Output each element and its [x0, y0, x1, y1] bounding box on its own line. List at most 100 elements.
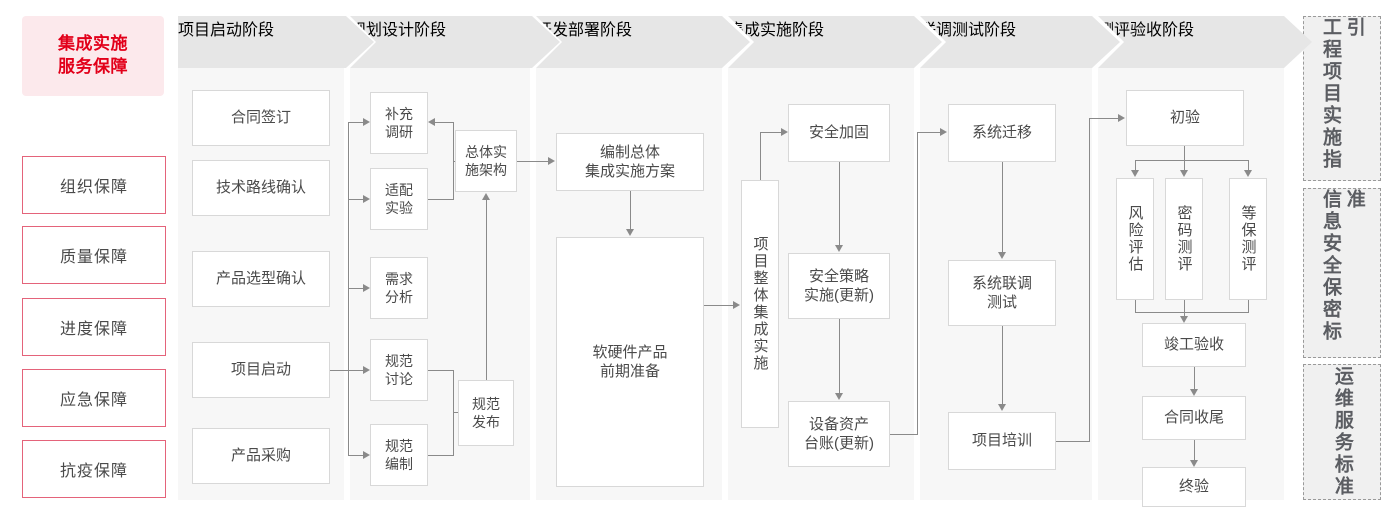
node-system-migration[interactable]: 系统迁移 — [948, 104, 1056, 162]
connector-planning-trunk — [348, 122, 349, 456]
connector-bus-to-risk — [1135, 160, 1136, 172]
node-overall-architecture[interactable]: 总体实 施架构 — [455, 130, 517, 192]
arrowhead-system-migration — [940, 128, 947, 136]
connector-trunk-to-adapt-test — [348, 199, 364, 200]
node-mlps-evaluation[interactable]: 等保测评 — [1229, 178, 1267, 300]
node-label-line2: 编制 — [385, 456, 413, 472]
node-overall-project-integration[interactable]: 项目整体集成实施 — [741, 180, 779, 428]
node-spec-discussion[interactable]: 规范 讨论 — [370, 339, 428, 401]
node-project-kickoff[interactable]: 项目启动 — [192, 342, 330, 398]
arrowhead-adapt-test — [363, 195, 370, 203]
connector-spec-drafting-out — [428, 455, 454, 456]
node-label: 密码测评 — [1175, 205, 1193, 273]
node-label-line2: 分析 — [385, 289, 413, 305]
connector-training-right — [1056, 441, 1090, 442]
node-label-line1: 编制总体 — [599, 143, 660, 161]
phase-title-development: 开发部署阶段 — [536, 22, 633, 39]
connector-trunk-to-demand-analysis — [348, 288, 364, 289]
node-label-line2: 前期准备 — [599, 363, 660, 380]
phase-title-planning: 规划设计阶段 — [350, 22, 447, 39]
node-initial-acceptance[interactable]: 初验 — [1126, 90, 1244, 146]
rail-item-organization[interactable]: 组织保障 — [22, 156, 166, 214]
standard-box-label: 工程项目实施指引 — [1320, 17, 1365, 171]
left-rail-title: 集成实施 服务保障 — [22, 16, 164, 96]
rail-item-emergency[interactable]: 应急保障 — [22, 369, 166, 427]
node-label: 产品选型确认 — [215, 270, 306, 288]
connector-migration-to-joint-test — [1002, 162, 1003, 254]
connector-merge-to-completion — [1184, 300, 1185, 318]
rail-item-label: 组织保障 — [59, 179, 128, 196]
phase-title-joint-test: 联调测试阶段 — [920, 22, 1017, 39]
left-rail-title-line1: 集成实施 — [58, 34, 128, 54]
rail-item-label: 进度保障 — [59, 321, 128, 338]
rail-item-label: 抗疫保障 — [59, 463, 128, 480]
connector-preparation-to-overall-integration — [704, 305, 734, 306]
connector-kickoff-to-trunk — [330, 370, 348, 371]
connector-closure-to-final-acceptance — [1194, 440, 1195, 462]
node-label: 合同收尾 — [1163, 409, 1224, 427]
phase-header-startup: 项目启动阶段 — [178, 16, 374, 68]
rail-item-quality[interactable]: 质量保障 — [22, 226, 166, 284]
connector-mlps-down — [1248, 300, 1249, 312]
node-hw-sw-preparation[interactable]: 软硬件产品 前期准备 — [556, 237, 704, 487]
node-label-line1: 需求 — [385, 270, 413, 287]
standard-box-infosec-standard[interactable]: 信息安全保密标准 — [1303, 188, 1381, 358]
node-label: 合同签订 — [230, 109, 291, 127]
arrowhead-mlps-evaluation — [1244, 170, 1252, 177]
node-contract-signing[interactable]: 合同签订 — [192, 90, 330, 146]
standard-box-ops-service-standard[interactable]: 运维服务标准 — [1303, 364, 1381, 500]
standard-box-engineering-guide[interactable]: 工程项目实施指引 — [1303, 16, 1381, 181]
node-spec-release[interactable]: 规范 发布 — [458, 380, 514, 446]
node-label-line2: 测试 — [986, 294, 1017, 311]
node-security-hardening[interactable]: 安全加固 — [788, 104, 890, 162]
arrowhead-supp-research-back — [428, 118, 435, 126]
arrowhead-spec-drafting — [363, 451, 370, 459]
connector-trunk-to-spec-discussion — [348, 370, 364, 371]
node-tech-route-confirm[interactable]: 技术路线确认 — [192, 160, 330, 216]
phase-title-startup: 项目启动阶段 — [178, 22, 275, 39]
standard-box-label: 信息安全保密标准 — [1320, 189, 1365, 343]
node-label: 项目培训 — [971, 432, 1032, 450]
node-risk-assessment[interactable]: 风险评估 — [1116, 178, 1154, 300]
arrowhead-completion-acceptance — [1180, 316, 1188, 323]
node-supplementary-research[interactable]: 补充 调研 — [370, 92, 428, 154]
node-label-line1: 规范 — [385, 437, 413, 454]
connector-bus-to-mlps — [1248, 160, 1249, 172]
node-label: 竣工验收 — [1163, 336, 1224, 354]
node-project-training[interactable]: 项目培训 — [948, 412, 1056, 470]
connector-hardening-to-policy — [839, 162, 840, 247]
node-contract-closure[interactable]: 合同收尾 — [1142, 396, 1246, 440]
rail-item-schedule[interactable]: 进度保障 — [22, 298, 166, 356]
node-adaptation-test[interactable]: 适配 实验 — [370, 168, 428, 230]
node-label-line1: 规范 — [472, 395, 500, 412]
arrowhead-asset-ledger — [835, 393, 843, 400]
arrowhead-crypto-evaluation — [1180, 170, 1188, 177]
node-integration-plan[interactable]: 编制总体 集成实施方案 — [556, 133, 704, 191]
connector-assessment-merge-bus — [1135, 312, 1249, 313]
node-equipment-asset-ledger[interactable]: 设备资产 台账(更新) — [788, 401, 890, 467]
arrowhead-preparation — [626, 229, 634, 236]
node-demand-analysis[interactable]: 需求 分析 — [370, 257, 428, 319]
node-final-acceptance[interactable]: 终验 — [1142, 467, 1246, 507]
rail-item-epidemic[interactable]: 抗疫保障 — [22, 440, 166, 498]
node-crypto-evaluation[interactable]: 密码测评 — [1165, 178, 1203, 300]
connector-architecture-to-plan — [517, 161, 549, 162]
node-security-policy-implementation[interactable]: 安全策略 实施(更新) — [788, 253, 890, 319]
connector-completion-to-contract-closure — [1194, 367, 1195, 391]
node-label-line1: 设备资产 — [808, 415, 869, 433]
node-product-selection-confirm[interactable]: 产品选型确认 — [192, 251, 330, 307]
connector-joint-test-to-training — [1002, 326, 1003, 406]
arrowhead-integration-plan — [548, 157, 555, 165]
connector-ledger-up — [917, 132, 918, 434]
arrowhead-initial-acceptance — [1118, 114, 1125, 122]
node-joint-debug-test[interactable]: 系统联调 测试 — [948, 260, 1056, 326]
node-label-line2: 发布 — [472, 414, 500, 430]
node-product-procurement[interactable]: 产品采购 — [192, 428, 330, 484]
node-label-line1: 总体实 — [465, 143, 507, 160]
node-completion-acceptance[interactable]: 竣工验收 — [1142, 323, 1246, 367]
connector-plan-to-preparation — [630, 191, 631, 231]
connector-spec-release-to-architecture — [486, 200, 487, 380]
node-spec-drafting[interactable]: 规范 编制 — [370, 424, 428, 486]
rail-item-label: 应急保障 — [59, 392, 128, 409]
